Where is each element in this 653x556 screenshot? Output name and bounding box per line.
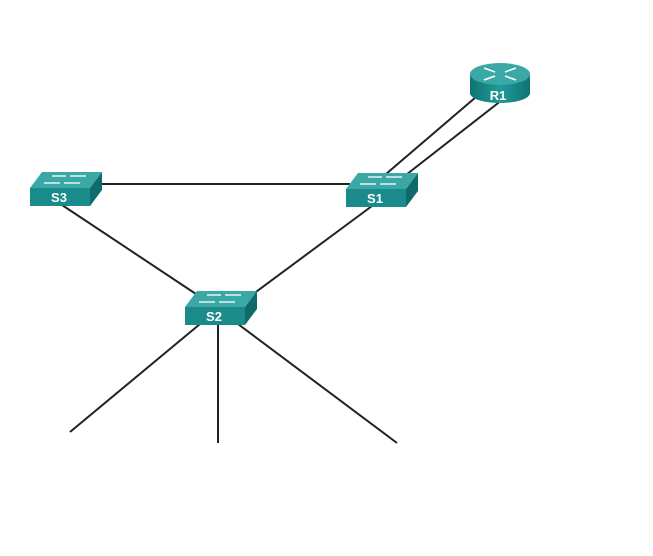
device-label: S3 xyxy=(51,190,67,205)
switch-s1[interactable]: S1 xyxy=(346,173,418,207)
link-s2-host-left xyxy=(69,323,201,433)
device-label: S2 xyxy=(206,309,222,324)
link-s3-s2 xyxy=(61,204,206,301)
switch-icon xyxy=(185,291,257,325)
link-r1-s1-a xyxy=(385,96,477,175)
switch-s2[interactable]: S2 xyxy=(185,291,257,325)
link-s2-host-right xyxy=(237,323,398,444)
switch-icon xyxy=(30,172,102,206)
device-label: S1 xyxy=(367,191,383,206)
link-r1-s1-b xyxy=(401,99,503,179)
device-label: R1 xyxy=(490,88,507,103)
router-r1[interactable]: R1 xyxy=(470,63,530,103)
link-s1-s2 xyxy=(244,205,373,301)
switch-s3[interactable]: S3 xyxy=(30,172,102,206)
switch-icon xyxy=(346,173,418,207)
